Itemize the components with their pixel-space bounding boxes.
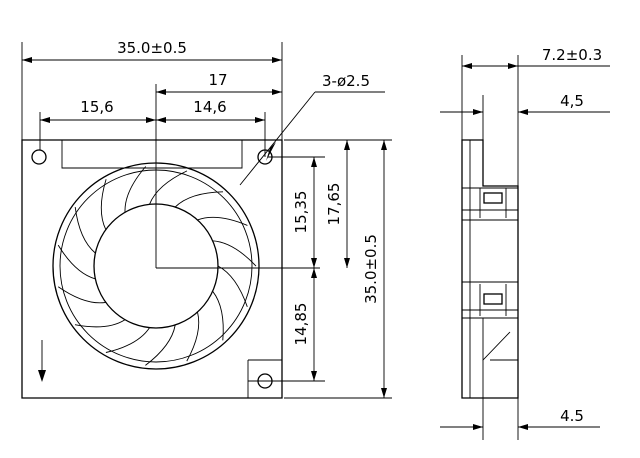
fan-housing-outline [21,139,283,399]
center-to-right-label: 17 [208,71,227,89]
impeller-blade [74,319,126,328]
side-bottom-thickness-label: 4.5 [560,407,584,425]
side-overall-thickness-label: 7.2±0.3 [542,46,602,64]
impeller-blade [57,286,106,304]
dim-top-to-center-v: 17,65 [325,140,350,268]
center-to-right-hole-label: 14,6 [193,98,226,116]
impeller-blade [186,311,200,362]
left-hole-to-center-label: 15,6 [80,98,113,116]
hole-callout-label: 3-ø2.5 [322,72,370,90]
impeller-blade [149,170,188,205]
impeller-blade [212,290,224,341]
impeller-blade [100,179,107,230]
impeller-blade [74,207,96,254]
mounting-hole-top-left [31,149,47,165]
dim-center-to-right-hole: 14,6 [156,98,265,123]
overall-height-label: 35.0±0.5 [362,234,380,304]
side-view-outline [461,139,519,399]
dim-overall-width: 35.0±0.5 [21,39,283,140]
dim-center-to-right: 17 [156,71,282,95]
dim-overall-height: 35.0±0.5 [362,140,387,398]
impeller-blade [217,265,248,307]
side-tab-lower [483,293,503,305]
overall-width-label: 35.0±0.5 [117,39,187,57]
airflow-arrow-icon [38,340,46,382]
impeller-blade [174,191,224,208]
mounting-holes [31,149,273,389]
dim-left-hole-to-center: 15,6 [40,98,156,123]
impeller-blade [197,216,248,226]
dim-center-to-bottom-hole: 14,85 [292,268,317,381]
dim-side-top-thickness: 4,5 [440,92,610,140]
hole-callout: 3-ø2.5 [239,72,385,186]
center-to-bottom-hole-label: 14,85 [292,303,310,346]
dim-side-bottom-thickness: 4.5 [440,360,600,440]
center-lines [39,84,320,269]
dim-hole-to-center-v: 15,35 [292,157,317,268]
impeller-blade [212,240,257,267]
impeller-blades [57,166,257,366]
impeller-blade [57,244,96,280]
hole-to-center-v-label: 15,35 [292,191,310,234]
side-top-thickness-label: 4,5 [560,92,584,110]
impeller-blade [145,324,176,366]
dim-vertical-extensions [248,139,392,399]
impeller [52,162,260,370]
side-tab-upper [483,192,503,204]
top-to-center-v-label: 17,65 [325,183,343,226]
dim-side-overall-thickness: 7.2±0.3 [461,46,610,186]
impeller-blade [105,327,150,353]
impeller-blade [124,166,147,213]
